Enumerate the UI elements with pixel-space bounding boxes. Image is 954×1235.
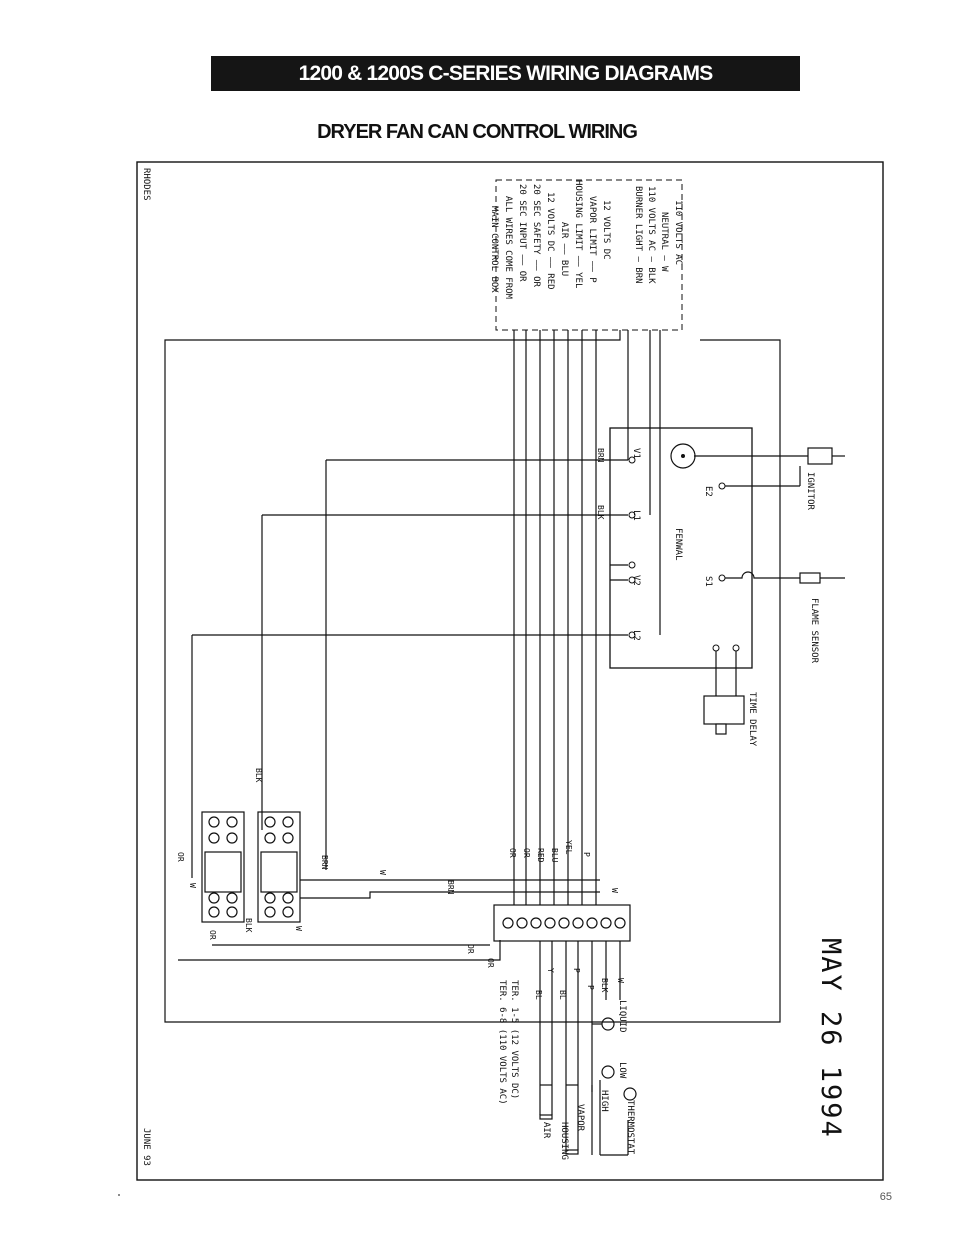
legend-line-2: NEUTRAL — W	[659, 212, 669, 272]
diagram-subtitle: DRYER FAN CAN CONTROL WIRING	[317, 121, 638, 143]
wire-label-brn-upper: BRN	[596, 448, 605, 463]
legend-line-11: 20 SEC INPUT —— OR	[517, 184, 527, 282]
wire-label-brn-mid: BRN	[446, 880, 455, 895]
legend-line-9: 12 VOLTS DC —— RED	[545, 192, 555, 290]
wire-label-blk-out: BLK	[600, 978, 609, 993]
relay-wires	[178, 879, 600, 961]
flame-sensor-label: FLAME SENSOR	[809, 598, 819, 664]
wire-label-w-strip: W	[610, 888, 619, 893]
wire-label-or-bottom: OR	[466, 944, 475, 954]
wire-label-w-relay-2: W	[294, 926, 303, 931]
legend-line-5: 12 VOLTS DC	[601, 200, 611, 260]
high-label: HIGH	[599, 1090, 609, 1112]
time-delay	[703, 651, 745, 735]
corner-label-bottom: JUNE 93	[141, 1128, 151, 1166]
wire-label-w-relay: W	[188, 883, 197, 888]
legend-line-10: 20 SEC SAFETY —— OR	[531, 184, 541, 288]
wire-label-w-mid: W	[378, 870, 387, 875]
corner-label-top: RHODES	[141, 168, 151, 201]
wire-label-p-out-2: P	[586, 985, 595, 990]
wire-label-w-out: W	[616, 978, 625, 983]
terminal-l1: L1	[631, 510, 641, 521]
relay-right	[257, 811, 301, 923]
thermostat-label: THERMOSTAT	[625, 1100, 635, 1155]
legend-line-8: AIR —— BLU	[559, 222, 569, 276]
wire-label-red: RED	[536, 848, 545, 863]
wire-label-bl-2: BL	[558, 990, 567, 1000]
legend-line-13: MAIN CONTROL BOX	[489, 206, 499, 293]
wire-label-blk-upper: BLK	[596, 505, 605, 520]
wire-label-brn-left: BRN	[320, 855, 329, 870]
terminal-strip	[493, 904, 631, 942]
terminal-v1: V1	[631, 448, 641, 459]
low-label: LOW	[617, 1062, 627, 1079]
housing-label: HOUSING	[559, 1122, 569, 1160]
diagram-frame	[136, 161, 884, 1181]
wire-label-or-bottom-2: OR	[486, 958, 495, 968]
terminal-l2: L2	[631, 630, 641, 641]
control-wires	[191, 459, 628, 878]
wire-label-or-relay: OR	[176, 852, 185, 862]
page-mark	[118, 1194, 120, 1196]
air-label: AIR	[541, 1122, 551, 1139]
limit-switches	[540, 1084, 593, 1092]
liquid-label: LIQUID	[617, 1000, 627, 1033]
wire-label-blk-relay: BLK	[244, 918, 253, 933]
wire-label-or-1: OR	[508, 848, 517, 858]
return-loop-wire	[164, 330, 781, 1023]
legend-line-4: BURNER LIGHT — BRN	[633, 186, 643, 284]
wire-label-or-2: OR	[522, 848, 531, 858]
terminal-note-2: TER. 6-8 (110 VOLTS AC)	[497, 980, 507, 1105]
time-delay-label: TIME DELAY	[747, 692, 757, 747]
vapor-label: VAPOR	[575, 1104, 585, 1132]
ignitor	[694, 447, 845, 487]
wire-label-yel: YEL	[564, 840, 573, 855]
wire-label-p-out: P	[572, 968, 581, 973]
page-number: 65	[879, 1191, 892, 1203]
terminal-e2: E2	[703, 486, 713, 497]
terminal-note-1: TER. 1-5 (12 VOLTS DC)	[509, 980, 519, 1099]
terminal-v2: V2	[631, 575, 641, 586]
liquid-switch	[592, 1017, 637, 1156]
fenwal-control: FENWAL V1 L1 V2 L2 E2 S1	[609, 427, 753, 669]
fenwal-label: FENWAL	[673, 528, 683, 561]
legend-line-1: 110 VOLTS AC	[673, 200, 683, 265]
legend-line-7: HOUSING LIMIT —— YEL	[573, 180, 583, 288]
date-stamp: MAY 26 1994	[815, 938, 846, 1139]
wire-label-p: P	[582, 852, 591, 857]
relay-left	[201, 811, 245, 923]
flame-sensor	[725, 571, 845, 584]
legend-line-3: 110 VOLTS AC — BLK	[646, 186, 656, 284]
switch-wires	[539, 941, 621, 1155]
ignitor-label: IGNITOR	[805, 472, 815, 511]
wire-legend: 110 VOLTS AC NEUTRAL — W 110 VOLTS AC — …	[489, 179, 683, 331]
legend-line-6: VAPOR LIMIT —— P	[587, 196, 597, 283]
wire-label-or-relay-2: OR	[208, 930, 217, 940]
legend-line-12: ALL WIRES COME FROM	[503, 196, 513, 300]
page-banner-title: 1200 & 1200S C-SERIES WIRING DIAGRAMS	[211, 56, 800, 91]
bundle-wires	[513, 330, 661, 905]
wire-label-y: Y	[546, 968, 555, 973]
wire-label-blk-left: BLK	[254, 768, 263, 783]
terminal-s1: S1	[703, 576, 713, 587]
wire-label-blu: BLU	[550, 848, 559, 863]
wire-label-bl: BL	[534, 990, 543, 1000]
